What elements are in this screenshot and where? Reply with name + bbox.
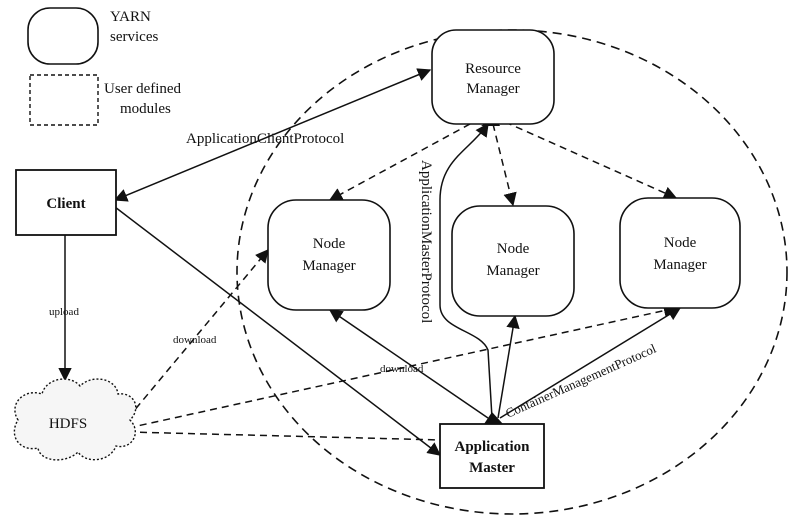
edge-client-rm	[113, 68, 432, 202]
edge-hdfs-nm1	[127, 248, 269, 419]
label-application-master-protocol: ApplicationMasterProtocol	[418, 160, 434, 323]
legend-yarn-label-2: services	[110, 29, 158, 45]
node-manager-3: Node Manager	[619, 197, 741, 309]
edge-hdfs-am	[127, 431, 443, 441]
edge-am-nm3	[499, 307, 682, 419]
label-download-left: download	[173, 334, 217, 346]
legend: YARN services User defined modules	[27, 7, 182, 126]
application-master-box	[439, 423, 545, 489]
edge-am-rm	[439, 122, 493, 419]
client-box	[15, 169, 117, 236]
edge-rm-nm2	[492, 123, 517, 207]
label-application-client-protocol: ApplicationClientProtocol	[186, 131, 344, 147]
edge-am-nm2	[497, 314, 520, 419]
hdfs-label: HDFS	[49, 416, 87, 432]
resource-manager-label-1: Resource	[465, 61, 521, 77]
resource-manager-box	[431, 29, 555, 125]
edge-am-nm1	[328, 309, 489, 419]
node-manager-2-box	[451, 205, 575, 317]
node-manager-1-label-1: Node	[313, 236, 346, 252]
label-upload: upload	[49, 306, 79, 318]
application-master: Application Master	[439, 423, 545, 489]
hdfs-cloud	[13, 378, 137, 461]
edge-rm-nm3	[504, 121, 678, 200]
edge-rm-nm1	[328, 123, 471, 201]
resource-manager-label-2: Manager	[466, 81, 519, 97]
node-manager-1-box	[267, 199, 391, 311]
edge-client-am	[114, 206, 442, 456]
node-manager-1-label-2: Manager	[302, 258, 355, 274]
legend-user-label-1: User defined	[104, 81, 182, 97]
am-anchor-arrowhead	[484, 412, 503, 424]
application-master-label-2: Master	[469, 460, 515, 476]
node-manager-2-label-1: Node	[497, 241, 530, 257]
legend-yarn-label-1: YARN	[110, 9, 151, 25]
node-manager-3-label-1: Node	[664, 235, 697, 251]
node-manager-3-label-2: Manager	[653, 257, 706, 273]
legend-yarn-shape	[27, 7, 99, 65]
label-container-management-protocol: ContainerManagementProtocol	[503, 341, 659, 421]
label-download-mid: download	[380, 363, 424, 375]
node-manager-3-box	[619, 197, 741, 309]
edges	[58, 68, 682, 456]
legend-user-shape	[29, 74, 99, 126]
node-manager-2: Node Manager	[451, 205, 575, 317]
edge-hdfs-nm3	[127, 304, 678, 429]
legend-user-label-2: modules	[120, 101, 171, 117]
hdfs: HDFS	[13, 378, 137, 461]
node-manager-2-label-2: Manager	[486, 263, 539, 279]
node-manager-1: Node Manager	[267, 199, 391, 311]
client-label: Client	[46, 196, 85, 212]
resource-manager: Resource Manager	[431, 29, 555, 125]
client: Client	[15, 169, 117, 236]
application-master-label-1: Application	[454, 439, 530, 455]
